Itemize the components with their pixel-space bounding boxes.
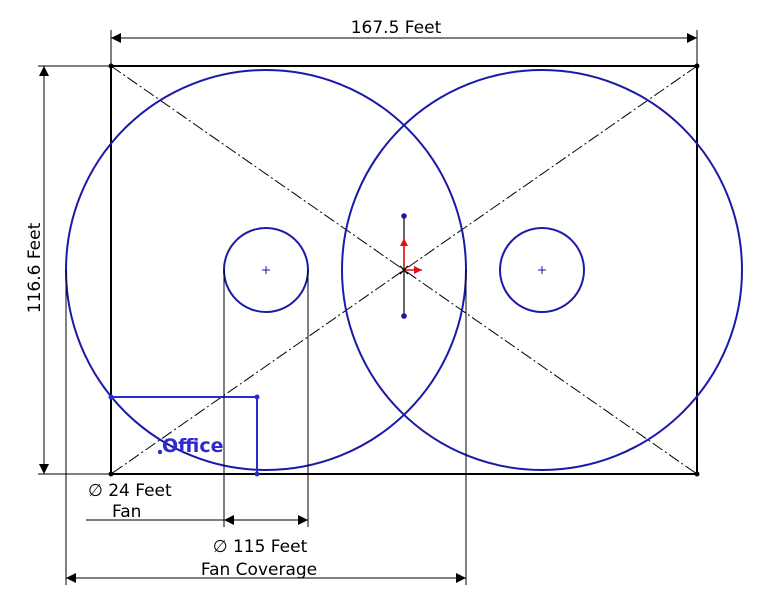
office-label: Office: [162, 435, 224, 457]
fan-center-mark-left: [262, 266, 270, 274]
office-label-marker: [157, 449, 163, 455]
height-dimension: [38, 65, 111, 475]
fan-diameter-dimension: [86, 270, 309, 527]
construction-endpoint-top: [401, 213, 407, 219]
width-dimension: [110, 30, 698, 66]
fan-circle-right: [499, 227, 585, 313]
coverage-label: Fan Coverage: [201, 560, 317, 580]
building-outline: [110, 65, 698, 475]
diameter-symbol-icon: ∅: [88, 481, 103, 501]
construction-endpoint-bottom: [401, 313, 407, 319]
fan-label: Fan: [112, 502, 141, 522]
office-corner-point-2: [254, 394, 260, 400]
office-corner-point-1: [108, 394, 114, 400]
height-dimension-label: 116.6 Feet: [25, 222, 45, 313]
diagonal-line-1: [110, 65, 698, 475]
diagonal-line-2: [110, 65, 698, 475]
width-dimension-label: 167.5 Feet: [351, 18, 442, 38]
coverage-diameter-dimension: [65, 270, 467, 585]
diameter-symbol-icon: ∅: [213, 537, 228, 557]
office-corner-point-3: [254, 471, 260, 477]
coverage-diameter-label: ∅ 115 Feet: [213, 537, 308, 557]
fan-center-mark-right: [538, 266, 546, 274]
origin-axes-icon: [399, 238, 422, 275]
fan-diameter-label: ∅ 24 Feet: [88, 481, 172, 501]
fan-coverage-circle-right: [341, 69, 743, 471]
